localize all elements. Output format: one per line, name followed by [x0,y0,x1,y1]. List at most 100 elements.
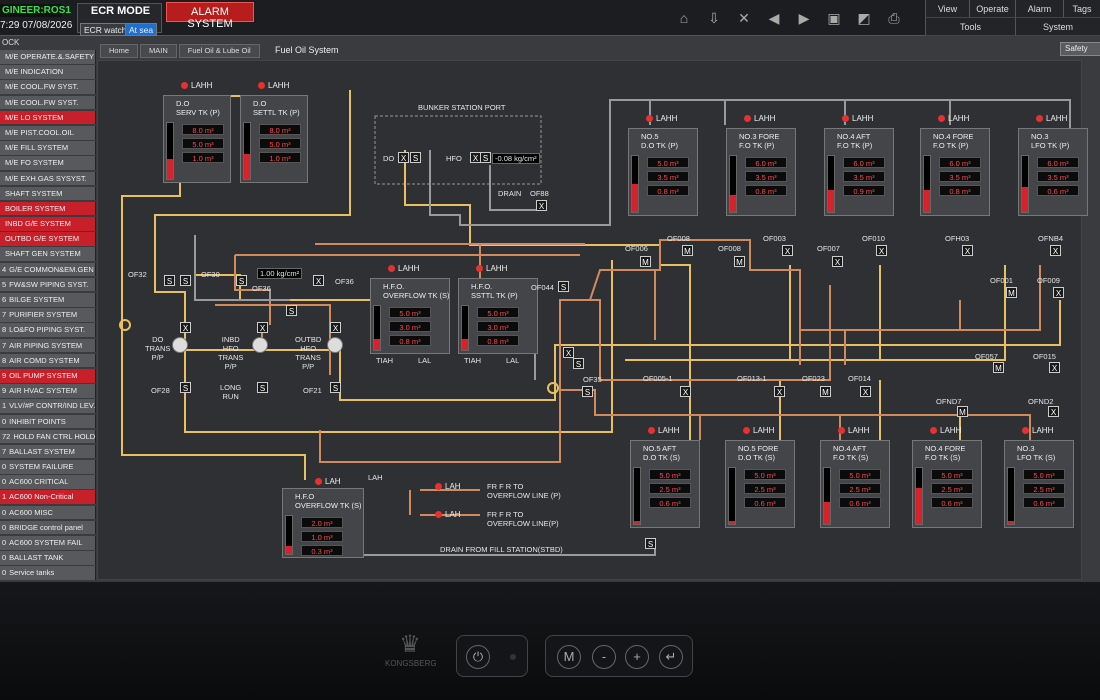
valve-icon[interactable]: S [480,152,491,163]
sidebar-item[interactable]: INBD G/E SYSTEM [0,217,96,231]
valve-icon[interactable]: X [782,245,793,256]
valve-icon[interactable]: M [682,245,693,256]
valve-icon[interactable]: X [680,386,691,397]
valve-icon[interactable]: M [957,406,968,417]
menu-operate[interactable]: Operate [969,0,1015,18]
valve-icon[interactable]: X [1050,245,1061,256]
sidebar-item[interactable]: OUTBD G/E SYSTEM [0,232,96,246]
enter-icon[interactable]: ↵ [659,645,683,669]
valve-icon[interactable]: M [734,256,745,267]
valve-icon[interactable]: M [820,386,831,397]
valve-icon[interactable]: M [993,362,1004,373]
sidebar-item[interactable]: M/E PIST.COOL.OIL [0,125,96,140]
valve-icon[interactable]: S [645,538,656,549]
breadcrumb-fuel-lube[interactable]: Fuel Oil & Lube Oil [178,44,260,58]
printer-icon[interactable]: ⎙ [888,10,900,26]
sidebar-item[interactable]: SHAFT GEN SYSTEM [0,247,96,262]
valve-icon[interactable]: X [398,152,409,163]
download-icon[interactable]: ⇩ [708,10,720,26]
valve-icon[interactable]: X [962,245,973,256]
alarm-system-button[interactable]: ALARM SYSTEM [166,2,254,30]
menu-system[interactable]: System [1015,18,1100,36]
picture-icon[interactable]: ▣ [827,10,841,26]
valve-icon[interactable]: X [860,386,871,397]
menu-m-button[interactable]: M [557,645,581,669]
valve-icon[interactable]: S [330,382,341,393]
valve-icon[interactable]: X [563,347,574,358]
minus-button[interactable]: - [592,645,616,669]
breadcrumb-home[interactable]: Home [100,44,139,58]
valve-icon[interactable]: S [410,152,421,163]
valve-icon[interactable]: S [164,275,175,286]
screen-icon[interactable]: ◩ [857,10,871,26]
valve-icon[interactable]: S [236,275,247,286]
pump-icon[interactable] [327,337,343,353]
alarm-mute-icon[interactable]: ✕ [738,10,750,26]
valve-icon[interactable]: X [180,322,191,333]
sidebar-item[interactable]: SHAFT SYSTEM [0,186,96,201]
valve-icon[interactable]: X [257,322,268,333]
valve-icon[interactable]: M [640,256,651,267]
sidebar-item[interactable]: M/E COOL.FW SYST. [0,80,96,94]
forward-arrow-icon[interactable]: ▶ [798,10,810,26]
safety-button[interactable]: Safety [1060,42,1100,56]
menu-tags[interactable]: Tags [1063,0,1100,18]
sidebar-item[interactable]: M/E FILL SYSTEM [0,141,96,155]
valve-icon[interactable]: X [1053,287,1064,298]
home-icon[interactable]: ⌂ [679,10,689,26]
sidebar-item[interactable]: M/E COOL.FW SYST. [0,95,96,110]
valve-icon[interactable]: X [1049,362,1060,373]
pump-icon[interactable] [172,337,188,353]
valve-icon[interactable]: X [1048,406,1059,417]
at-sea-button[interactable]: At sea [125,23,158,36]
power-icon[interactable]: ⏻ [466,645,490,669]
sidebar-item[interactable]: M/E INDICATION [0,65,96,79]
valve-icon[interactable]: S [257,382,268,393]
back-arrow-icon[interactable]: ◀ [768,10,780,26]
valve-icon[interactable]: X [330,322,341,333]
valve-icon[interactable]: S [582,386,593,397]
sidebar-item[interactable]: M/E FO SYSTEM [0,156,96,170]
valve-icon[interactable]: S [180,382,191,393]
valve-icon[interactable]: S [286,305,297,316]
valve-icon[interactable]: S [558,281,569,292]
menu-tools[interactable]: Tools [925,18,1015,36]
valve-icon[interactable]: X [832,256,843,267]
pump-icon[interactable] [252,337,268,353]
plus-button[interactable]: + [625,645,649,669]
valve-icon[interactable]: M [1006,287,1017,298]
breadcrumb-main[interactable]: MAIN [140,44,177,58]
menu-view[interactable]: View [925,0,969,18]
sidebar-item[interactable]: M/E LO SYSTEM [0,110,96,125]
